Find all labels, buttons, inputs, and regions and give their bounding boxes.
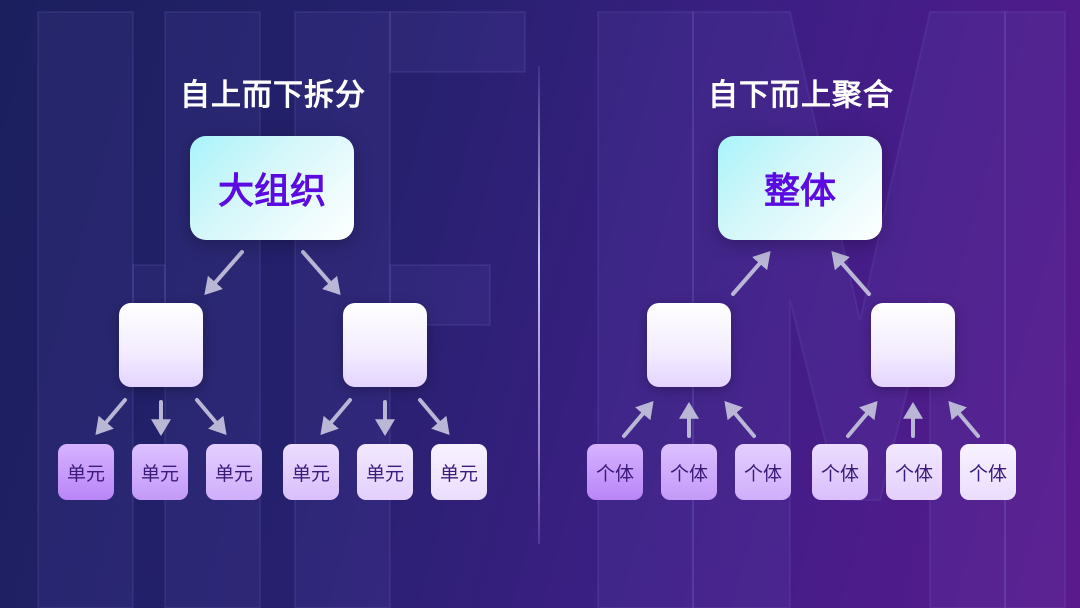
- arrow-leaf6-to-mid2: [948, 400, 980, 438]
- right-leaf-1: 个体: [587, 444, 643, 500]
- right-leaf-2: 个体: [661, 444, 717, 500]
- left-leaf-1: 单元: [58, 444, 114, 500]
- left-leaf-4: 单元: [283, 444, 339, 500]
- left-mid-box-2: [343, 303, 427, 387]
- left-leaf-2: 单元: [132, 444, 188, 500]
- right-mid-box-2: [871, 303, 955, 387]
- left-top-box: 大组织: [190, 136, 354, 240]
- right-leaf-5: 个体: [886, 444, 942, 500]
- right-section-title: 自下而上聚合: [708, 78, 894, 113]
- arrow-leaf3-to-mid1: [724, 400, 756, 438]
- center-divider: [538, 66, 540, 544]
- right-leaf-6: 个体: [960, 444, 1016, 500]
- right-mid-box-1: [647, 303, 731, 387]
- right-top-box: 整体: [718, 136, 882, 240]
- left-mid-box-1: [119, 303, 203, 387]
- left-leaf-6: 单元: [431, 444, 487, 500]
- left-section-title: 自上而下拆分: [180, 78, 366, 113]
- arrow-leaf4-to-mid2: [846, 400, 878, 438]
- arrow-top-to-mid-right: [301, 250, 341, 296]
- arrow-top-to-mid-left: [204, 250, 244, 296]
- right-leaf-3: 个体: [735, 444, 791, 500]
- arrow-mid2-to-leaf6: [418, 398, 450, 436]
- arrow-mid1-to-top: [731, 250, 771, 296]
- arrow-mid2-to-top: [831, 250, 871, 296]
- left-leaf-5: 单元: [357, 444, 413, 500]
- arrow-mid1-to-leaf1: [95, 398, 127, 436]
- arrow-mid1-to-leaf3: [195, 398, 227, 436]
- right-leaf-4: 个体: [812, 444, 868, 500]
- arrow-leaf1-to-mid1: [622, 400, 654, 438]
- left-leaf-3: 单元: [206, 444, 262, 500]
- arrow-mid2-to-leaf4: [320, 398, 352, 436]
